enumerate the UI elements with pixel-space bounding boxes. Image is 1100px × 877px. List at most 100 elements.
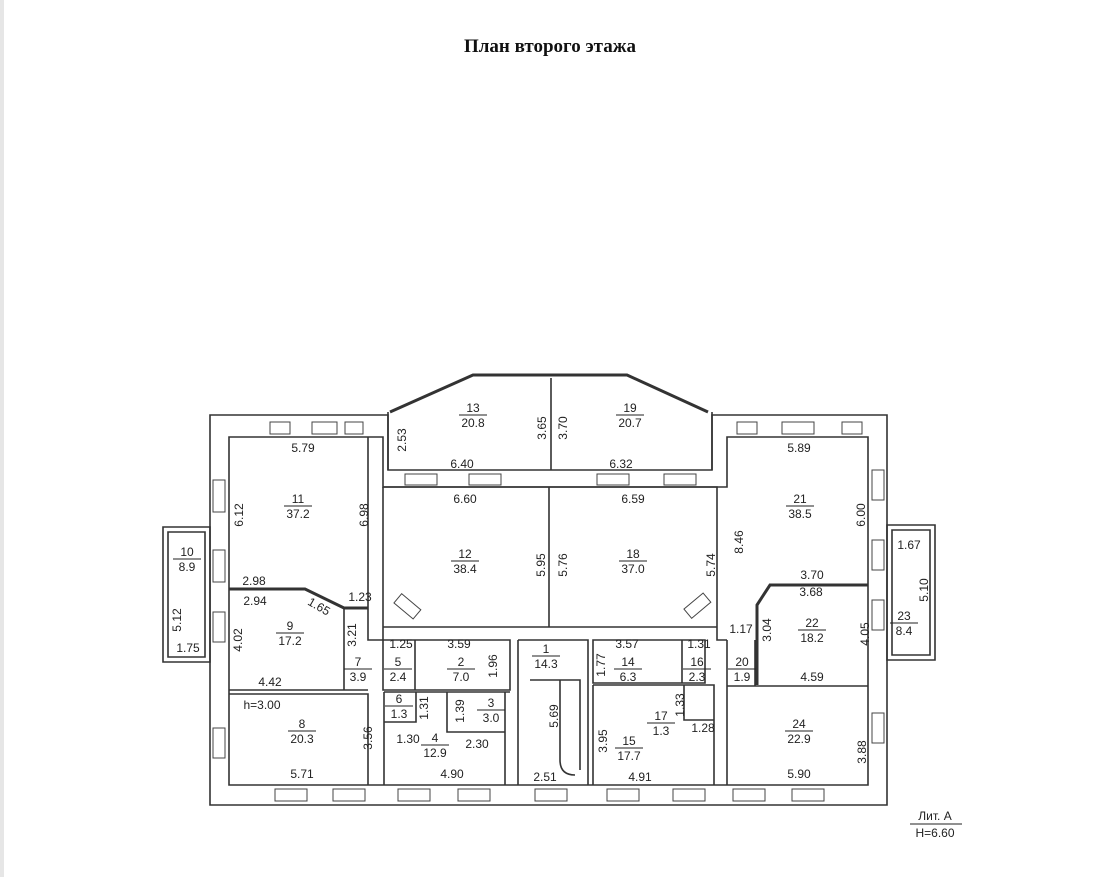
room-area: 18.2 — [800, 631, 824, 645]
lit-label: Лит. А — [918, 809, 951, 823]
room-number: 10 — [180, 545, 194, 559]
room-area: 3.9 — [350, 670, 367, 684]
room-area: 2.4 — [390, 670, 407, 684]
room-number: 9 — [287, 619, 294, 633]
room-number: 21 — [793, 492, 807, 506]
room-area: 22.9 — [787, 732, 811, 746]
dimension-label: 2.98 — [242, 574, 266, 588]
dimension-label: 2.53 — [395, 428, 409, 452]
dimension-label: 3.95 — [596, 729, 610, 753]
dimension-label: 4.42 — [258, 675, 282, 689]
dimension-label: 6.98 — [357, 503, 371, 527]
room-20: 201.9 — [728, 655, 756, 684]
dimension-label: 3.70 — [556, 416, 570, 440]
room-number: 23 — [897, 609, 911, 623]
room-9: 917.2 — [276, 619, 304, 648]
room-area: 20.7 — [618, 416, 642, 430]
room-area: 1.3 — [391, 707, 408, 721]
dimension-label: 1.75 — [176, 641, 200, 655]
dimension-label: 3.56 — [361, 726, 375, 750]
dimension-label: 1.28 — [691, 721, 715, 735]
dimension-label: 5.76 — [556, 553, 570, 577]
interior-walls — [229, 437, 868, 785]
room-6: 61.3 — [385, 692, 413, 721]
room-number: 17 — [654, 709, 668, 723]
dimension-label: 1.25 — [389, 637, 413, 651]
dimension-label: 6.60 — [453, 492, 477, 506]
room-area: 3.0 — [483, 711, 500, 725]
room-number: 22 — [805, 616, 819, 630]
dimension-label: 4.05 — [858, 622, 872, 646]
room-16: 162.3 — [683, 655, 711, 684]
dimension-label: 3.59 — [447, 637, 471, 651]
room-8: 820.3 — [288, 717, 316, 746]
dimension-label: 4.90 — [440, 767, 464, 781]
dimension-label: 5.79 — [291, 441, 315, 455]
dimension-label: 1.65 — [305, 595, 333, 619]
dimension-label: 1.17 — [729, 622, 753, 636]
room-number: 1 — [543, 642, 550, 656]
page-edge — [0, 0, 4, 877]
dimension-label: 3.65 — [535, 416, 549, 440]
room-number: 11 — [292, 492, 305, 506]
room-number: 18 — [626, 547, 640, 561]
room-area: 1.9 — [734, 670, 751, 684]
dimension-label: 5.12 — [170, 608, 184, 632]
dimension-label: 3.68 — [799, 585, 823, 599]
room-area: 8.9 — [179, 560, 196, 574]
room-number: 5 — [395, 655, 402, 669]
dimension-label: 5.10 — [917, 578, 931, 602]
dimension-label: 3.57 — [615, 637, 639, 651]
room-area: 37.2 — [286, 507, 310, 521]
dimension-label: 2.94 — [243, 594, 267, 608]
dimension-label: 2.30 — [465, 737, 489, 751]
dimension-label: 6.32 — [609, 457, 633, 471]
room-area: 1.3 — [653, 724, 670, 738]
room-area: 17.7 — [617, 749, 641, 763]
dimension-label: 1.30 — [396, 732, 420, 746]
room-number: 4 — [432, 731, 439, 745]
dimension-label: 4.59 — [800, 670, 824, 684]
outer-walls — [162, 373, 936, 806]
room-number: 6 — [396, 692, 403, 706]
room-5: 52.4 — [384, 655, 412, 684]
room-area: 6.3 — [620, 670, 637, 684]
dimension-label: 5.74 — [704, 553, 718, 577]
height-label: Н=6.60 — [915, 826, 954, 840]
room-10: 108.9 — [173, 545, 201, 574]
room-number: 14 — [621, 655, 635, 669]
room-14: 146.3 — [614, 655, 642, 684]
room-area: 37.0 — [621, 562, 645, 576]
room-number: 16 — [690, 655, 704, 669]
dimension-label: 5.90 — [787, 767, 811, 781]
dimension-label: 3.70 — [800, 568, 824, 582]
dimension-label: 5.89 — [787, 441, 811, 455]
room-area: 38.4 — [453, 562, 477, 576]
room-area: 7.0 — [453, 670, 470, 684]
room-4: 412.9 — [421, 731, 449, 760]
room-area: 38.5 — [788, 507, 812, 521]
room-number: 8 — [299, 717, 306, 731]
room-number: 12 — [458, 547, 472, 561]
room-3: 33.0 — [477, 696, 505, 725]
room-labels: 1137.21238.41320.81920.71837.02138.5108.… — [173, 401, 918, 763]
dimension-label: h=3.00 — [243, 698, 280, 712]
room-number: 24 — [792, 717, 806, 731]
dimension-label: 1.39 — [453, 699, 467, 723]
room-17: 171.3 — [647, 709, 675, 738]
dimension-label: 8.46 — [732, 530, 746, 554]
room-area: 8.4 — [896, 624, 913, 638]
room-area: 12.9 — [423, 746, 447, 760]
dimension-label: 1.33 — [673, 693, 687, 717]
room-23: 238.4 — [890, 609, 918, 638]
